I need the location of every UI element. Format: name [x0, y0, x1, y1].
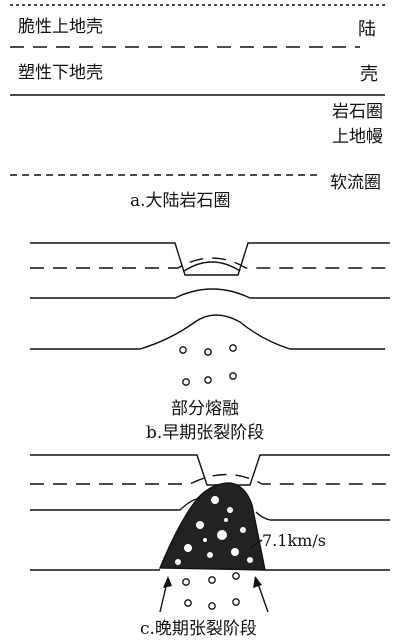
- melt-dot: [182, 378, 190, 386]
- partial-melting-label: 部分熔融: [171, 399, 239, 419]
- rift-surface: [30, 242, 390, 276]
- asthenosphere-label: 软流圈: [330, 173, 381, 193]
- lithosphere-label-2: 上地幔: [332, 127, 383, 147]
- moho-right-c: [255, 511, 390, 521]
- melt-dot: [229, 344, 237, 352]
- panel-c: 7.1km/s c.晚期张裂阶段: [30, 454, 390, 639]
- moho-b: [30, 288, 390, 299]
- arrow-head-left: [163, 576, 172, 588]
- velocity-leader: [249, 539, 263, 549]
- melt-dot: [179, 346, 187, 354]
- melt-dot: [208, 576, 216, 584]
- crust-boundary-b: [30, 257, 390, 269]
- panel-a-caption: a.大陆岩石圈: [130, 191, 231, 211]
- melt-dot: [232, 572, 240, 580]
- plastic-lower-crust-label: 塑性下地壳: [18, 63, 103, 83]
- melt-dot: [204, 348, 212, 356]
- melt-dot: [182, 578, 190, 586]
- moho-left-c: [30, 497, 201, 511]
- brittle-upper-crust-label: 脆性上地壳: [18, 17, 103, 37]
- crust-boundary-c: [30, 473, 390, 485]
- intrusion-texture: [175, 496, 253, 565]
- melt-dot: [229, 372, 237, 380]
- melt-dot: [204, 376, 212, 384]
- intrusion-body: [158, 482, 266, 571]
- lithosphere-label-1: 岩石圈: [332, 102, 383, 122]
- melt-dot: [232, 598, 240, 606]
- velocity-label: 7.1km/s: [262, 531, 326, 550]
- rift-basin-fill: [183, 261, 241, 272]
- continent-label-2: 壳: [360, 64, 378, 85]
- panel-c-caption: c.晚期张裂阶段: [140, 619, 257, 639]
- asthenosphere-dome-b: [30, 314, 385, 350]
- arrow-head-right: [253, 576, 262, 588]
- panel-b: 部分熔融 b.早期张裂阶段: [30, 242, 390, 443]
- melt-dot: [208, 602, 216, 610]
- continent-label-1: 陆: [358, 19, 376, 40]
- panel-a: 脆性上地壳 陆 塑性下地壳 壳 岩石圈 上地幔 软流圈 a.大陆岩石圈: [10, 4, 385, 211]
- panel-b-caption: b.早期张裂阶段: [146, 423, 264, 443]
- rift-surface-c: [30, 454, 390, 486]
- melt-dot: [184, 599, 192, 607]
